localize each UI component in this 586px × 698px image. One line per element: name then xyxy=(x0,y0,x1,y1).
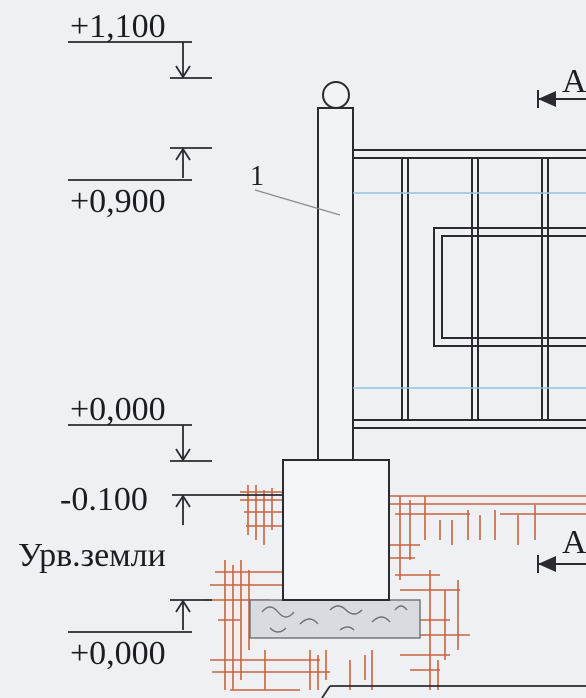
elevation-finished-level: +0,000 xyxy=(70,391,166,428)
concrete-footing xyxy=(282,459,390,601)
elevation-base-level: +0,000 xyxy=(70,635,166,672)
railing-panel xyxy=(353,149,586,429)
callout-leader xyxy=(254,189,341,216)
elevation-ground-level: -0.100 xyxy=(60,481,148,518)
post-cap-ball xyxy=(322,81,350,109)
section-mark-bottom: А xyxy=(537,524,586,573)
post xyxy=(317,107,354,461)
elevation-top-rail: +1,100 xyxy=(70,8,166,45)
ground-level-label: Урв.земли xyxy=(18,537,166,574)
section-mark-top: А xyxy=(537,63,586,108)
glass-lines xyxy=(353,192,586,389)
section-letter-bottom: А xyxy=(562,524,586,561)
callout-number: 1 xyxy=(250,161,264,192)
gravel-bed xyxy=(249,599,421,639)
elevation-mid-rail: +0,900 xyxy=(70,183,166,220)
section-letter-top: А xyxy=(562,63,586,100)
soil-hatching xyxy=(205,485,586,691)
